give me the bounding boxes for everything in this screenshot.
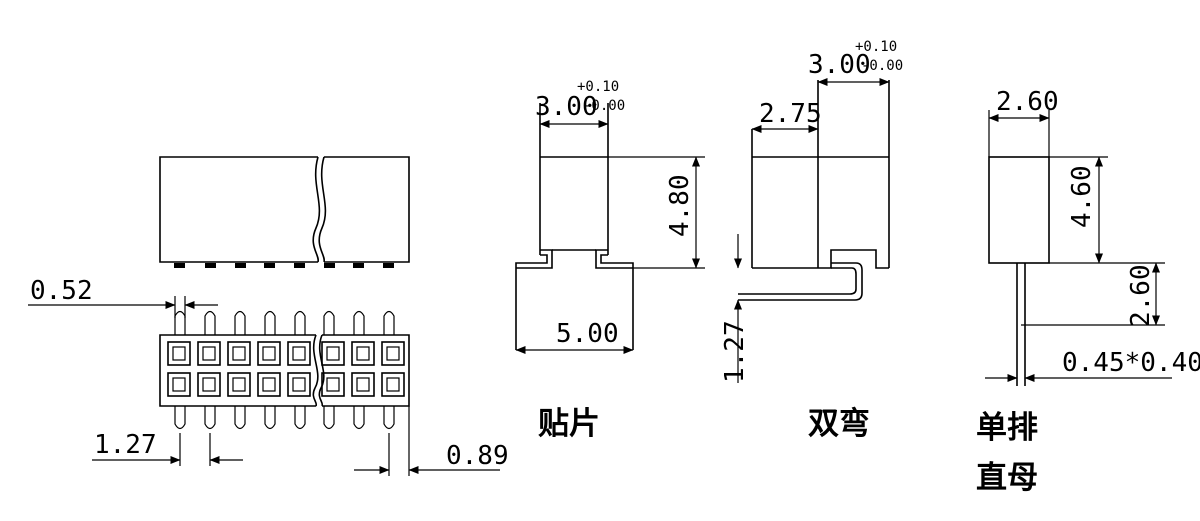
dim-0-89: 0.89 xyxy=(354,406,509,476)
smt-tol-plus: +0.10 xyxy=(577,79,619,95)
double-bend-view: 3.00 +0.10 -0.00 2.75 1.27 双弯 xyxy=(720,39,903,442)
single-caption-line1: 单排 xyxy=(976,410,1038,446)
single-height-label: 4.60 xyxy=(1067,165,1097,228)
single-pin-section-label: 0.45*0.40 xyxy=(1062,348,1200,378)
smt-width-label: 3.00 xyxy=(535,92,598,122)
front-top-pins xyxy=(174,263,394,268)
dim-1-27-front: 1.27 xyxy=(92,430,243,466)
single-pin-length-label: 2.60 xyxy=(1126,264,1156,327)
front-top-body xyxy=(159,156,410,268)
front-view: 0.52 1.27 0.89 xyxy=(28,156,509,476)
front-contact-cells xyxy=(167,341,405,397)
dim-pitch-label: 1.27 xyxy=(94,430,157,460)
single-row-view: 2.60 4.60 2.60 0.45*0.40 单排 直母 xyxy=(976,87,1200,496)
dim-0-52: 0.52 xyxy=(28,276,218,318)
dim-offset-label: 0.89 xyxy=(446,441,509,471)
front-bottom-body xyxy=(159,310,410,430)
double-tol-plus: +0.10 xyxy=(855,39,897,55)
double-tol-minus: -0.00 xyxy=(861,58,903,74)
double-pitch-label: 1.27 xyxy=(720,320,750,383)
smt-caption: 贴片 xyxy=(538,406,600,442)
smt-view: 3.00 +0.10 -0.00 4.80 5.00 贴片 xyxy=(515,79,705,442)
dim-pin-width-label: 0.52 xyxy=(30,276,93,306)
double-width-label: 3.00 xyxy=(808,50,871,80)
single-width-label: 2.60 xyxy=(996,87,1059,117)
double-left-label: 2.75 xyxy=(759,99,822,129)
front-pins-bottom xyxy=(174,406,395,430)
double-caption: 双弯 xyxy=(808,406,870,442)
smt-height-label: 4.80 xyxy=(665,174,695,237)
smt-foot-label: 5.00 xyxy=(556,319,619,349)
front-pins-top xyxy=(174,310,395,335)
single-caption-line2: 直母 xyxy=(976,460,1038,496)
smt-tol-minus: -0.00 xyxy=(583,98,625,114)
